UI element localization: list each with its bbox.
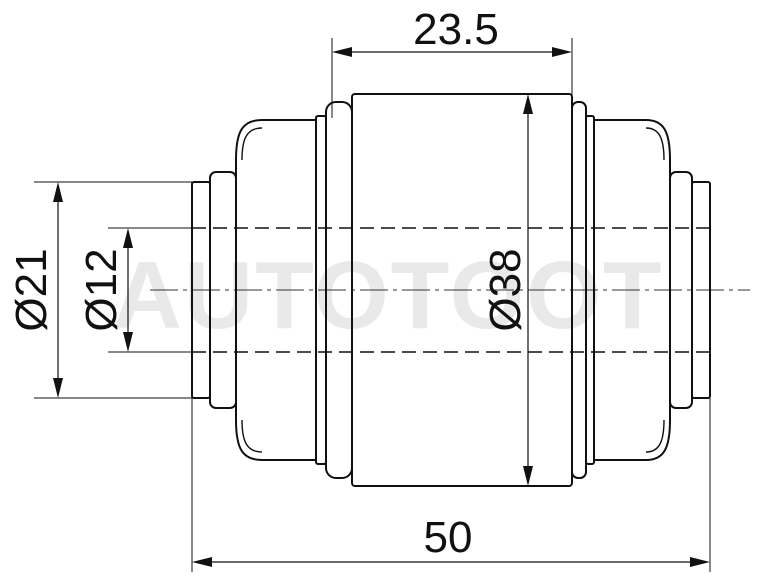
dimension-bore-diameter-label: Ø12 [77, 248, 126, 331]
right-groove-ring [585, 115, 595, 465]
dimension-flange-diameter: Ø21 [7, 181, 192, 399]
dimension-bore-diameter: Ø12 [77, 227, 192, 353]
dimension-overall-length: 50 [191, 398, 711, 572]
dimension-top-width: 23.5 [331, 5, 573, 118]
right-end-sleeve [691, 181, 711, 399]
dimension-flange-diameter-label: Ø21 [7, 248, 56, 331]
dimension-outer-diameter-label: Ø38 [481, 248, 530, 331]
dimension-top-width-label: 23.5 [413, 5, 499, 54]
left-rubber-boot [235, 119, 316, 461]
dimension-outer-diameter: Ø38 [481, 94, 533, 486]
watermark-text: AUTOTOOT [112, 242, 663, 349]
bushing-outline [191, 93, 711, 487]
dimension-overall-length-label: 50 [424, 513, 473, 562]
